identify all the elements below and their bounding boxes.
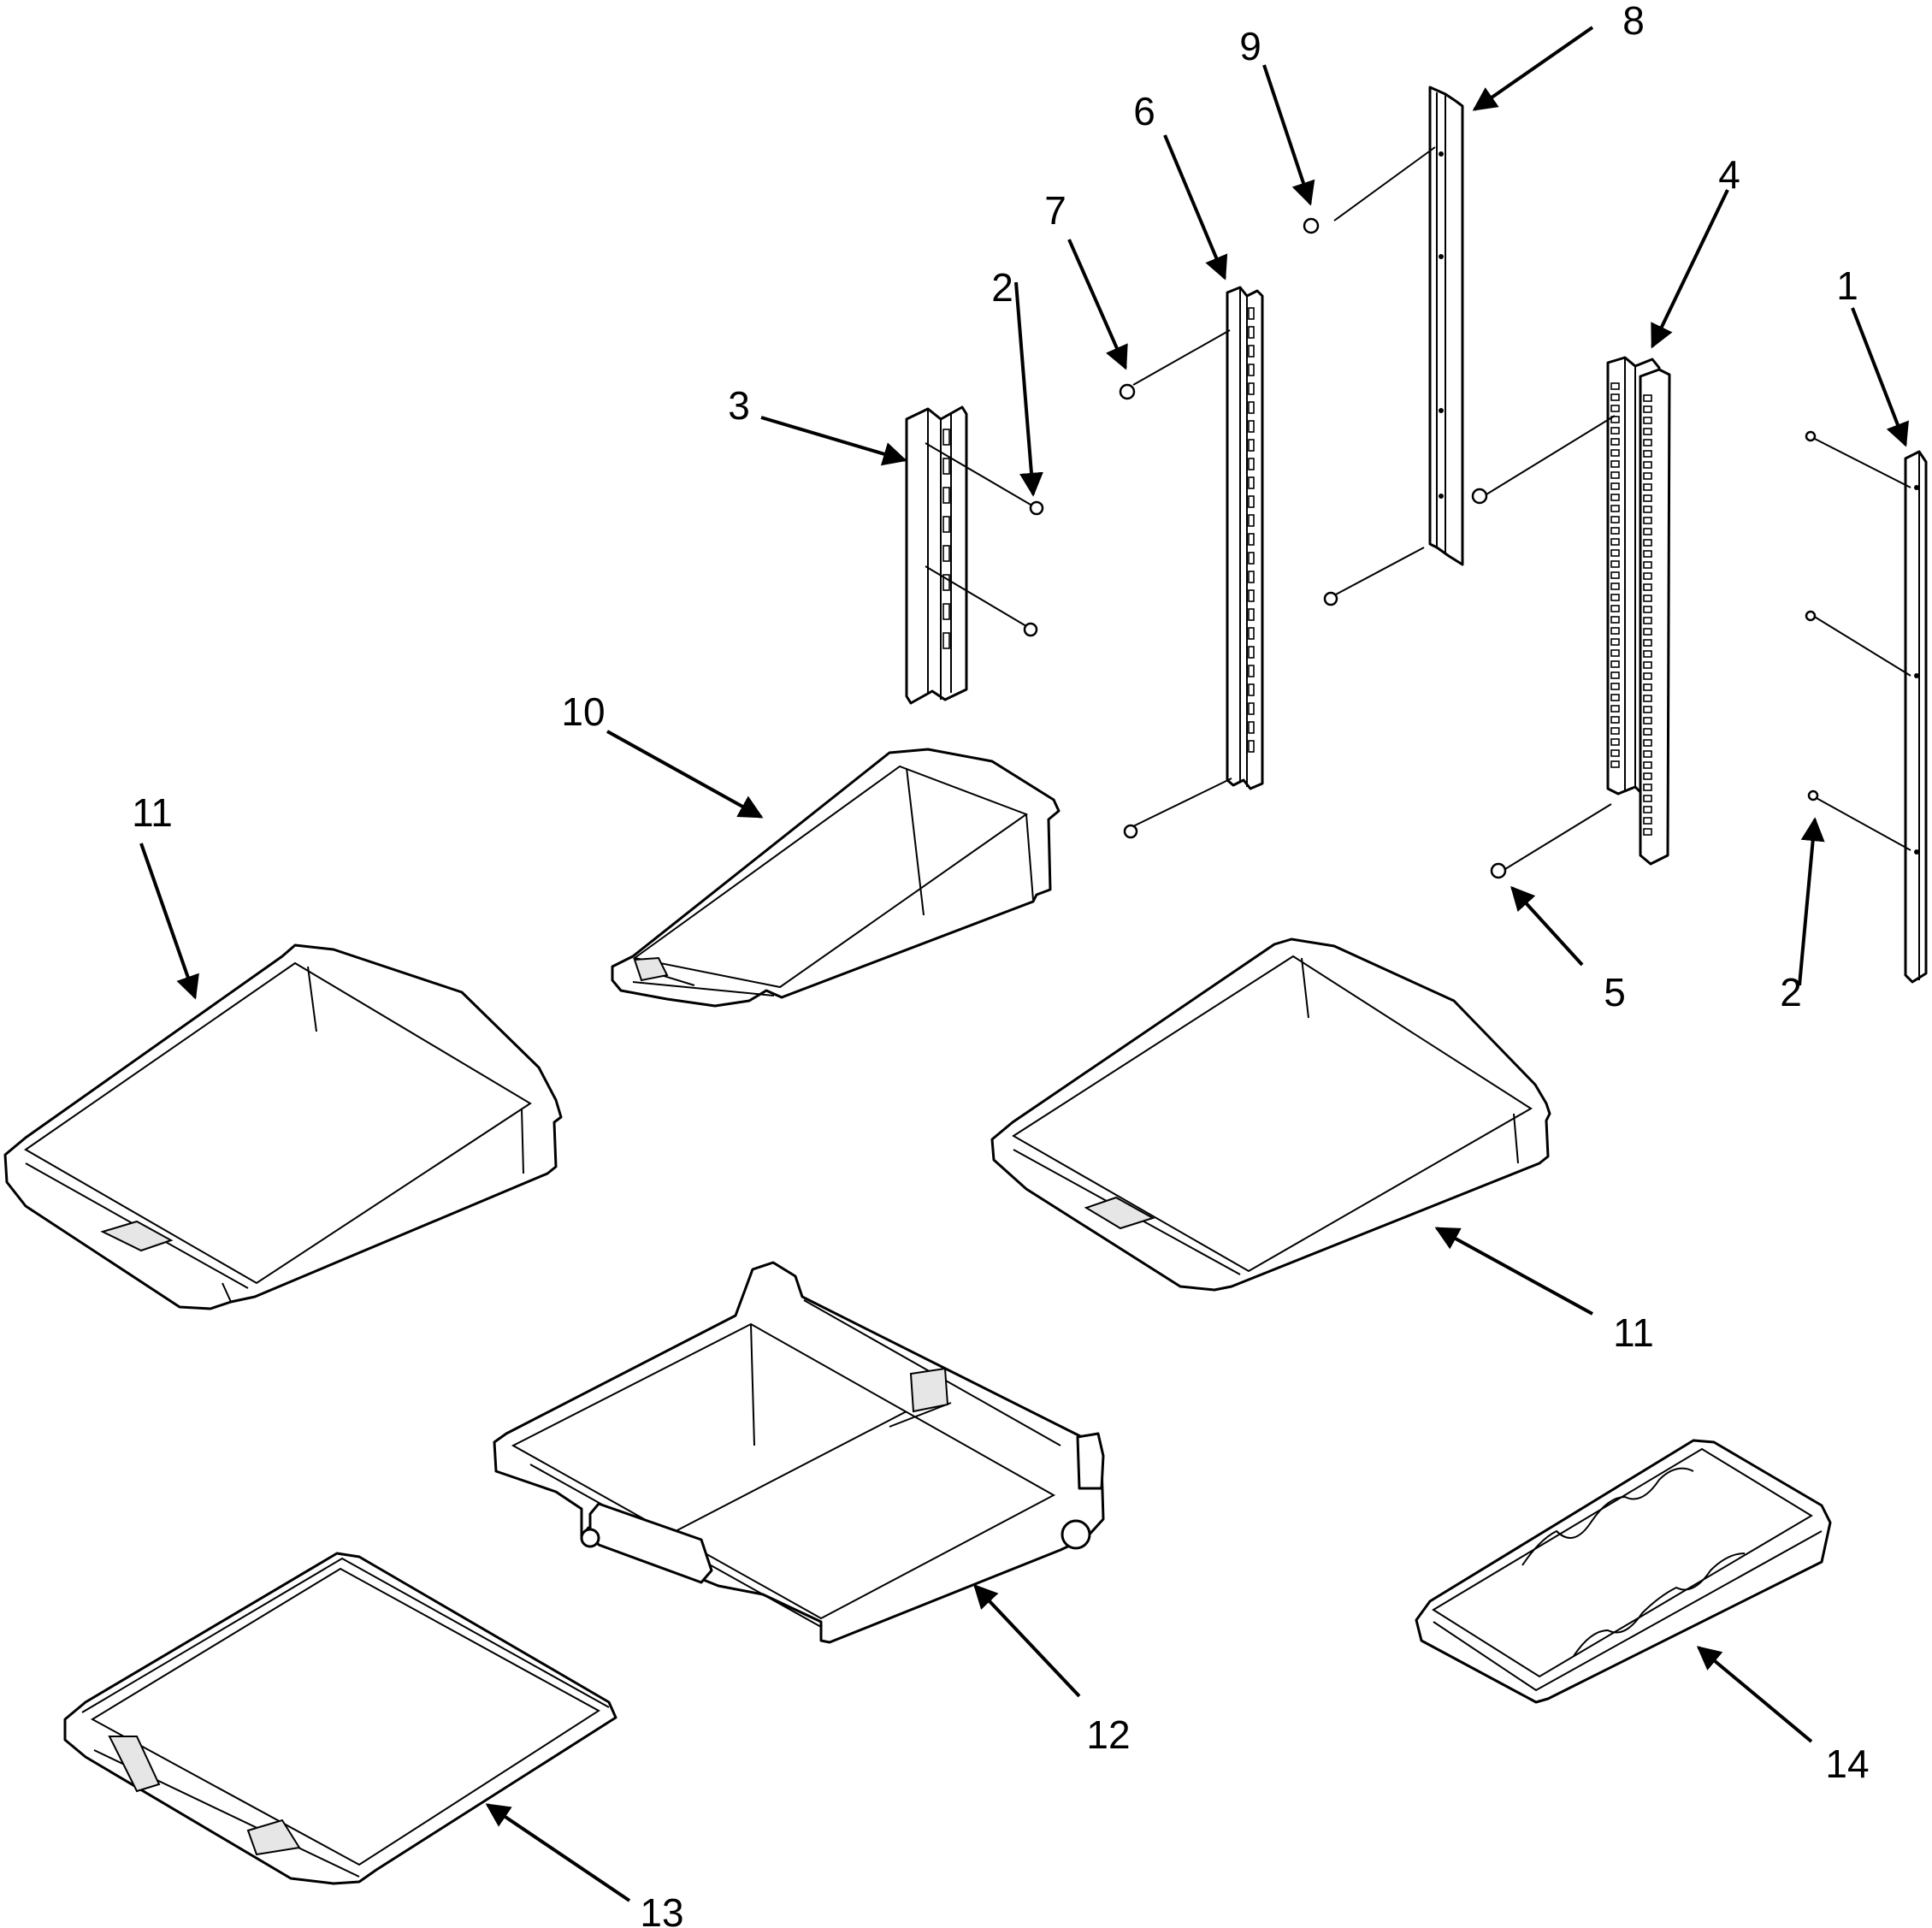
callout-2-upper: 2 xyxy=(991,265,1013,310)
callout-2-lower: 2 xyxy=(1780,970,1802,1014)
callout-13: 13 xyxy=(640,1890,683,1928)
screws xyxy=(925,146,1911,879)
callout-12: 12 xyxy=(1086,1712,1130,1757)
callout-6: 6 xyxy=(1133,89,1155,133)
callout-9: 9 xyxy=(1239,24,1261,68)
callout-5: 5 xyxy=(1604,970,1626,1014)
leader-lines xyxy=(139,26,1909,1902)
part-8-rail xyxy=(1428,86,1464,566)
callout-11-left: 11 xyxy=(132,790,173,835)
part-6-tall-rail xyxy=(1226,286,1264,790)
part-1-angle-rail xyxy=(1904,450,1928,984)
callout-10: 10 xyxy=(561,689,605,734)
part-13-glass-shelf xyxy=(63,1552,617,1885)
callout-4: 4 xyxy=(1718,152,1740,197)
part-4-double-rail xyxy=(1606,356,1671,866)
part-14-bottle-tray xyxy=(1415,1439,1832,1704)
part-3-short-rail xyxy=(905,405,968,705)
part-11-shelf-right xyxy=(990,937,1551,1292)
callout-1: 1 xyxy=(1836,263,1858,308)
callout-7: 7 xyxy=(1044,188,1066,233)
part-10-small-shelf xyxy=(611,748,1061,1008)
callout-14: 14 xyxy=(1825,1742,1869,1786)
part-12-drawer-frame xyxy=(493,1261,1105,1644)
callout-3: 3 xyxy=(728,383,750,428)
callout-8: 8 xyxy=(1622,0,1645,43)
part-11-shelf-left xyxy=(3,943,563,1310)
callout-labels: 1 2 2 3 4 5 6 7 8 9 10 11 11 12 13 14 xyxy=(132,0,1869,1928)
callout-11-right: 11 xyxy=(1613,1310,1654,1355)
